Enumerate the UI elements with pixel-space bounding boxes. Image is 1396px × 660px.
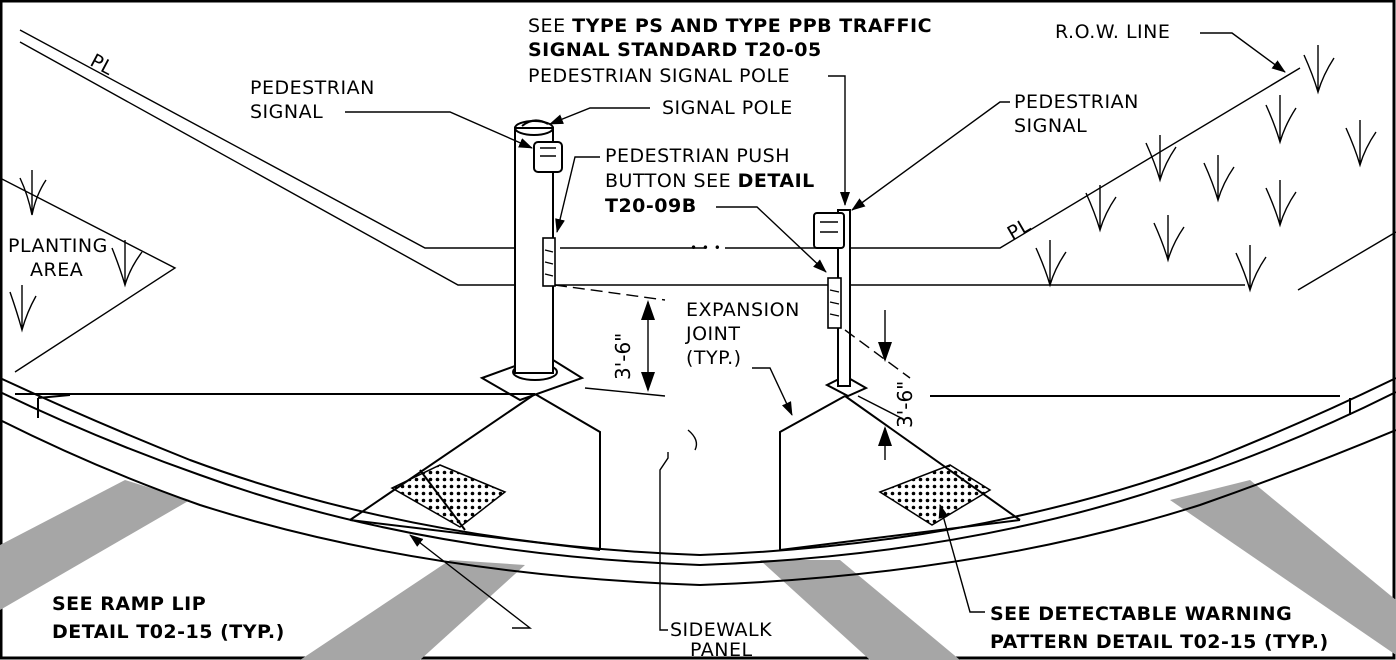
label-see-type: SEE TYPE PS AND TYPE PPB TRAFFIC bbox=[528, 15, 932, 37]
label-detectable-1: SEE DETECTABLE WARNING bbox=[990, 603, 1292, 625]
label-expansion-3: (TYP.) bbox=[686, 347, 742, 369]
label-ped-signal-right-2: SIGNAL bbox=[1014, 115, 1087, 137]
signal-pole-left bbox=[479, 119, 585, 402]
dim-left-text: 3'-6" bbox=[611, 333, 635, 380]
label-ped-signal-right-1: PEDESTRIAN bbox=[1014, 91, 1139, 113]
sidewalk-edges bbox=[15, 393, 1340, 399]
label-planting-1: PLANTING bbox=[8, 235, 108, 257]
label-expansion-1: EXPANSION bbox=[686, 299, 800, 321]
label-signal-standard: SIGNAL STANDARD T20-05 bbox=[528, 39, 822, 61]
svg-text:• • •: • • • bbox=[690, 241, 721, 255]
dim-right-text: 3'-6" bbox=[893, 381, 917, 428]
crosswalk-stripes bbox=[0, 480, 1396, 660]
label-signal-pole: SIGNAL POLE bbox=[662, 97, 793, 119]
label-sidewalk-1: SIDEWALK bbox=[670, 619, 772, 641]
label-expansion-2: JOINT bbox=[685, 323, 740, 345]
label-planting-2: AREA bbox=[30, 259, 83, 281]
leaders bbox=[345, 75, 1010, 631]
left-curb-ramp bbox=[349, 393, 601, 551]
label-ped-signal-left-1: PEDESTRIAN bbox=[250, 77, 375, 99]
pl-left-label: PL bbox=[86, 50, 117, 80]
right-curb-ramp bbox=[779, 395, 1021, 551]
signal-pole-right bbox=[813, 209, 869, 398]
label-ramp-lip-1: SEE RAMP LIP bbox=[52, 593, 206, 615]
plant-symbols bbox=[9, 45, 1377, 333]
row-line-leader bbox=[1200, 32, 1286, 73]
planting-area-outline bbox=[0, 177, 177, 373]
label-ramp-lip-2: DETAIL T02-15 (TYP.) bbox=[52, 621, 285, 643]
label-push-button-1: PEDESTRIAN PUSH bbox=[605, 145, 790, 167]
dimension-right bbox=[844, 310, 911, 460]
label-ped-signal-left-2: SIGNAL bbox=[250, 101, 323, 123]
label-row-line: R.O.W. LINE bbox=[1055, 21, 1170, 43]
dimension-left bbox=[554, 284, 666, 397]
curb-lines bbox=[0, 377, 1396, 587]
label-sidewalk-2: PANEL bbox=[690, 639, 753, 660]
label-push-button-3: T20-09B bbox=[605, 195, 697, 217]
row-line-lower bbox=[1297, 231, 1396, 291]
label-detectable-2: PATTERN DETAIL T02-15 (TYP.) bbox=[990, 631, 1329, 653]
label-push-button-2: BUTTON SEE DETAIL bbox=[605, 170, 815, 192]
label-ped-signal-pole: PEDESTRIAN SIGNAL POLE bbox=[528, 65, 790, 87]
pl-right-label: PL bbox=[1004, 214, 1035, 245]
